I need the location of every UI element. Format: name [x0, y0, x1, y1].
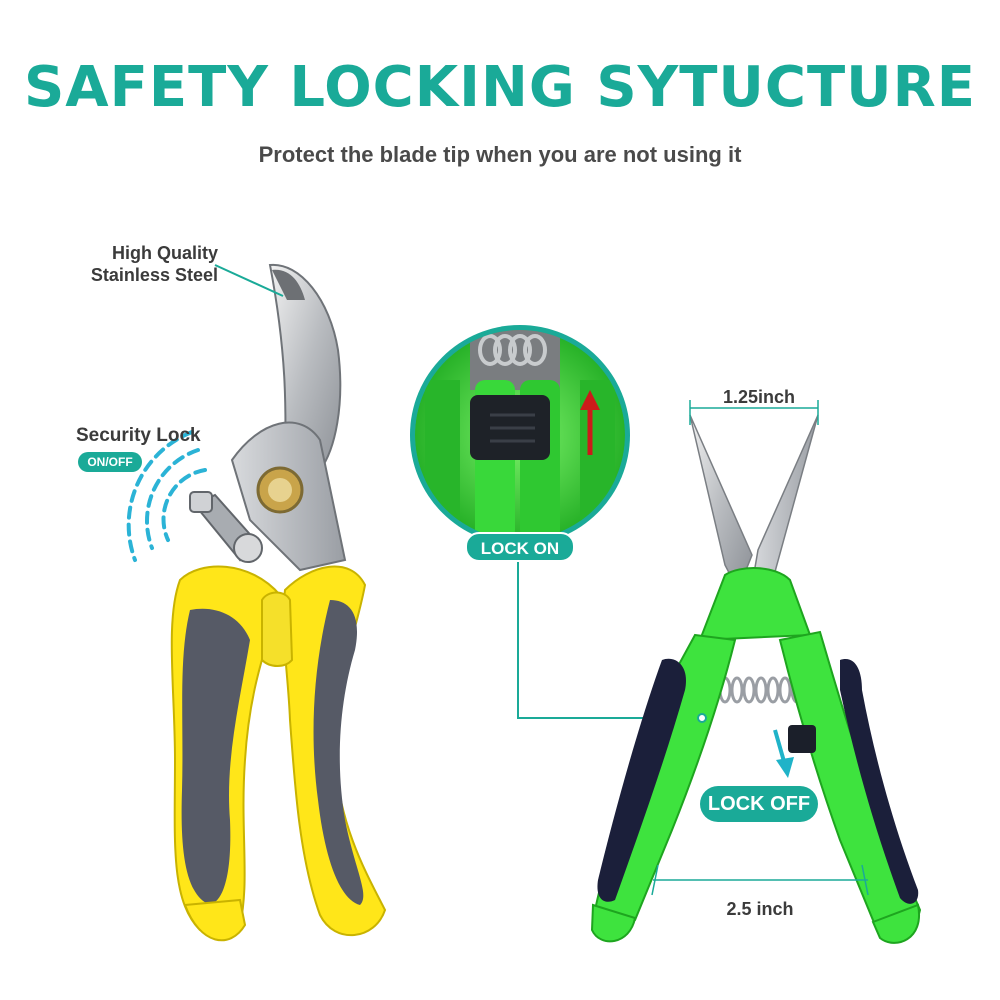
blade-width-label: 1.25inch	[722, 387, 796, 407]
down-arrow-icon	[776, 757, 794, 778]
lock-on-badge: LOCK ON	[465, 532, 575, 562]
lock-zoom-detail	[410, 325, 630, 545]
grip-green-left	[597, 658, 686, 902]
security-lock-label: Security Lock	[76, 425, 201, 446]
grip-left	[181, 608, 250, 905]
lock-lever-knob[interactable]	[233, 533, 263, 563]
page-title: SAFETY LOCKING SYTUCTURE	[23, 55, 977, 120]
handle-width-dimension	[651, 864, 869, 896]
on-off-badge: ON/OFF	[78, 452, 142, 472]
lock-on-marker	[697, 713, 707, 723]
material-label: High Quality Stainless Steel	[90, 243, 218, 285]
green-head	[698, 567, 812, 642]
bypass-pruner	[170, 263, 387, 942]
page-subtitle: Protect the blade tip when you are not u…	[258, 142, 742, 167]
material-leader-line	[214, 264, 284, 297]
pivot-bolt-center	[268, 478, 292, 502]
blade-tip	[272, 269, 305, 300]
grip-right	[313, 600, 364, 905]
coil-spring	[718, 676, 804, 704]
grip-green-right	[840, 659, 919, 904]
handle-tip-right-green	[871, 903, 921, 944]
lock-slider-knob[interactable]	[788, 725, 816, 753]
right-blade	[751, 414, 819, 591]
up-arrow-icon	[580, 390, 600, 410]
lock-button[interactable]	[189, 491, 213, 513]
lock-off-badge: LOCK OFF	[700, 786, 818, 822]
blade-width-dimension	[689, 400, 819, 425]
center-spring	[261, 591, 294, 667]
handle-tip-left	[183, 898, 247, 942]
left-blade	[689, 414, 753, 592]
zoom-connector-line	[517, 560, 700, 719]
handle-width-label: 2.5 inch	[726, 899, 794, 919]
signal-arcs	[126, 430, 207, 562]
micro-tip-snip	[590, 414, 922, 944]
handle-tip-left-green	[590, 903, 637, 943]
